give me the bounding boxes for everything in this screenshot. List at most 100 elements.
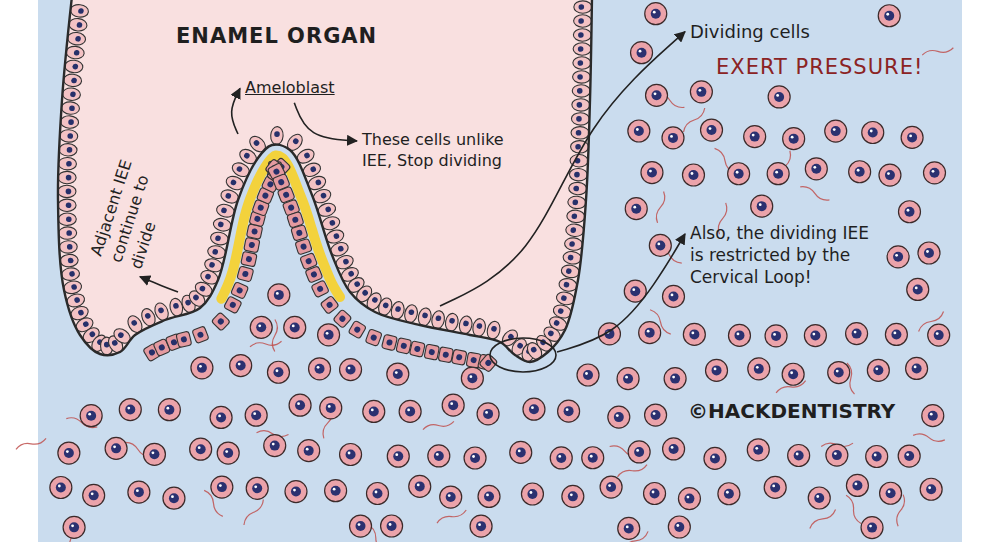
mesenchyme-cell: [478, 485, 500, 507]
cell-nucleus: [578, 4, 584, 10]
cell-body: [61, 101, 80, 115]
nucleus-highlight: [531, 406, 534, 409]
mesenchyme-cell: [577, 364, 599, 386]
cell-nucleus: [456, 354, 463, 361]
mesenchyme-cell: [58, 442, 80, 464]
cell-body: [163, 487, 185, 509]
cell-nucleus: [320, 192, 327, 199]
cell-nucleus: [67, 147, 73, 153]
cell-nucleus: [66, 230, 72, 236]
cell-nucleus: [651, 9, 661, 19]
cell-body: [918, 242, 940, 264]
cell-body: [608, 406, 630, 428]
cell-nucleus: [651, 410, 661, 420]
nucleus-highlight: [166, 407, 169, 410]
mesenchyme-cell: [907, 278, 929, 300]
cell-nucleus: [361, 289, 369, 297]
epithelial-cell: [567, 196, 586, 210]
cell-nucleus: [446, 492, 456, 502]
nucleus-highlight: [676, 524, 679, 527]
cell-nucleus: [891, 329, 901, 339]
nucleus-highlight: [687, 496, 690, 499]
cell-body: [424, 344, 439, 360]
nucleus-highlight: [317, 366, 320, 369]
cell-nucleus: [296, 229, 303, 236]
cell-nucleus: [310, 166, 317, 173]
cell-body: [58, 227, 76, 240]
collagen-fibre: [799, 185, 830, 203]
nucleus-highlight: [348, 367, 351, 370]
cell-nucleus: [315, 179, 322, 186]
nucleus-highlight: [71, 524, 74, 527]
cell-body: [363, 400, 385, 422]
cell-nucleus: [476, 323, 482, 329]
nucleus-highlight: [348, 452, 351, 455]
cell-nucleus: [338, 315, 346, 323]
epithelial-cell: [63, 73, 82, 87]
cell-nucleus: [67, 133, 73, 139]
epithelial-cell: [61, 267, 80, 282]
nucleus-highlight: [199, 365, 202, 368]
cell-nucleus: [852, 480, 862, 490]
epithelial-cell: [58, 171, 76, 184]
cell-nucleus: [577, 74, 583, 80]
odontoblast-cell: [333, 309, 352, 328]
cell-nucleus: [757, 201, 767, 211]
cell-nucleus: [566, 268, 572, 274]
cell-nucleus: [393, 369, 403, 379]
cell-nucleus: [68, 119, 74, 125]
cell-body: [906, 357, 928, 379]
cell-nucleus: [68, 257, 74, 263]
cell-body: [67, 32, 86, 46]
nucleus-highlight: [855, 483, 858, 486]
odontoblast-cell: [396, 338, 412, 355]
collagen-fibre: [617, 462, 648, 479]
cell-nucleus: [568, 491, 578, 501]
cell-body: [224, 296, 242, 314]
mesenchyme-cell: [558, 400, 580, 422]
cell-nucleus: [125, 405, 135, 415]
nucleus-highlight: [914, 366, 917, 369]
cell-nucleus: [192, 294, 200, 302]
cell-nucleus: [734, 330, 744, 340]
cell-body: [928, 324, 950, 346]
cell-nucleus: [199, 285, 207, 293]
cell-body: [867, 359, 889, 381]
nucleus-highlight: [714, 368, 717, 371]
cell-nucleus: [668, 291, 678, 301]
cell-body: [387, 363, 409, 385]
nucleus-highlight: [136, 489, 139, 492]
cell-nucleus: [149, 449, 159, 459]
cell-nucleus: [331, 486, 341, 496]
odontoblast-cell: [192, 326, 209, 344]
cell-nucleus: [292, 137, 300, 145]
cell-nucleus: [217, 221, 224, 228]
cell-nucleus: [576, 116, 582, 122]
cell-body: [510, 441, 532, 463]
nucleus-highlight: [626, 525, 629, 528]
nucleus-highlight: [649, 170, 652, 173]
cell-nucleus: [221, 207, 228, 214]
cell-body: [825, 120, 847, 142]
nucleus-highlight: [813, 166, 816, 169]
mesenchyme-cell: [289, 394, 311, 416]
cell-nucleus: [578, 18, 584, 24]
cell-nucleus: [372, 488, 382, 498]
nucleus-highlight: [219, 484, 222, 487]
epithelial-cell: [59, 143, 78, 156]
cell-body: [577, 364, 599, 386]
cell-nucleus: [674, 522, 684, 532]
cell-body: [664, 368, 686, 390]
cell-nucleus: [814, 493, 824, 503]
cell-nucleus: [248, 241, 255, 248]
mesenchyme-cell: [268, 284, 290, 306]
cell-nucleus: [634, 126, 644, 136]
nucleus-highlight: [836, 370, 839, 373]
cell-nucleus: [576, 102, 582, 108]
cell-body: [922, 405, 944, 427]
mesenchyme-cell: [628, 441, 650, 463]
cell-nucleus: [71, 77, 77, 83]
leader-line: [294, 103, 357, 141]
nucleus-highlight: [936, 332, 939, 335]
cell-body: [782, 363, 804, 385]
